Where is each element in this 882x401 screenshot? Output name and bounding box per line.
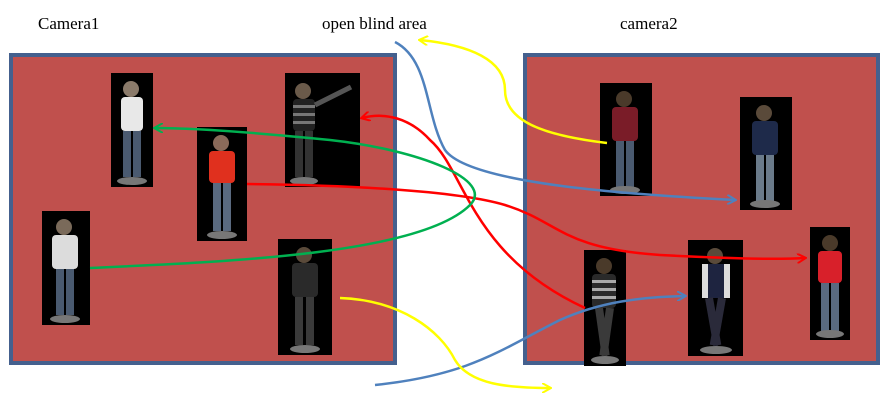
red-trajectory (362, 116, 586, 310)
varsity-jacket-person (688, 240, 743, 356)
yellow-trajectory (339, 296, 550, 388)
dark-jacket-person (278, 239, 332, 355)
red-shirt-walking-person (810, 227, 850, 340)
white-sweater-person (42, 211, 90, 325)
navy-jacket-person (740, 97, 792, 210)
blue-trajectory (374, 296, 685, 387)
camera2-label: camera2 (620, 14, 678, 33)
blue-trajectory (394, 40, 735, 200)
white-shirt-person (111, 73, 153, 187)
maroon-jacket-person (600, 83, 652, 196)
yellow-trajectory (420, 40, 608, 145)
red-nike-shirt-person (197, 127, 247, 241)
blind-area-label: open blind area (322, 14, 427, 33)
camera1-label: Camera1 (38, 14, 100, 33)
green-trajectory (89, 128, 477, 270)
waving-striped-person (285, 73, 360, 187)
red-trajectory (246, 182, 805, 259)
